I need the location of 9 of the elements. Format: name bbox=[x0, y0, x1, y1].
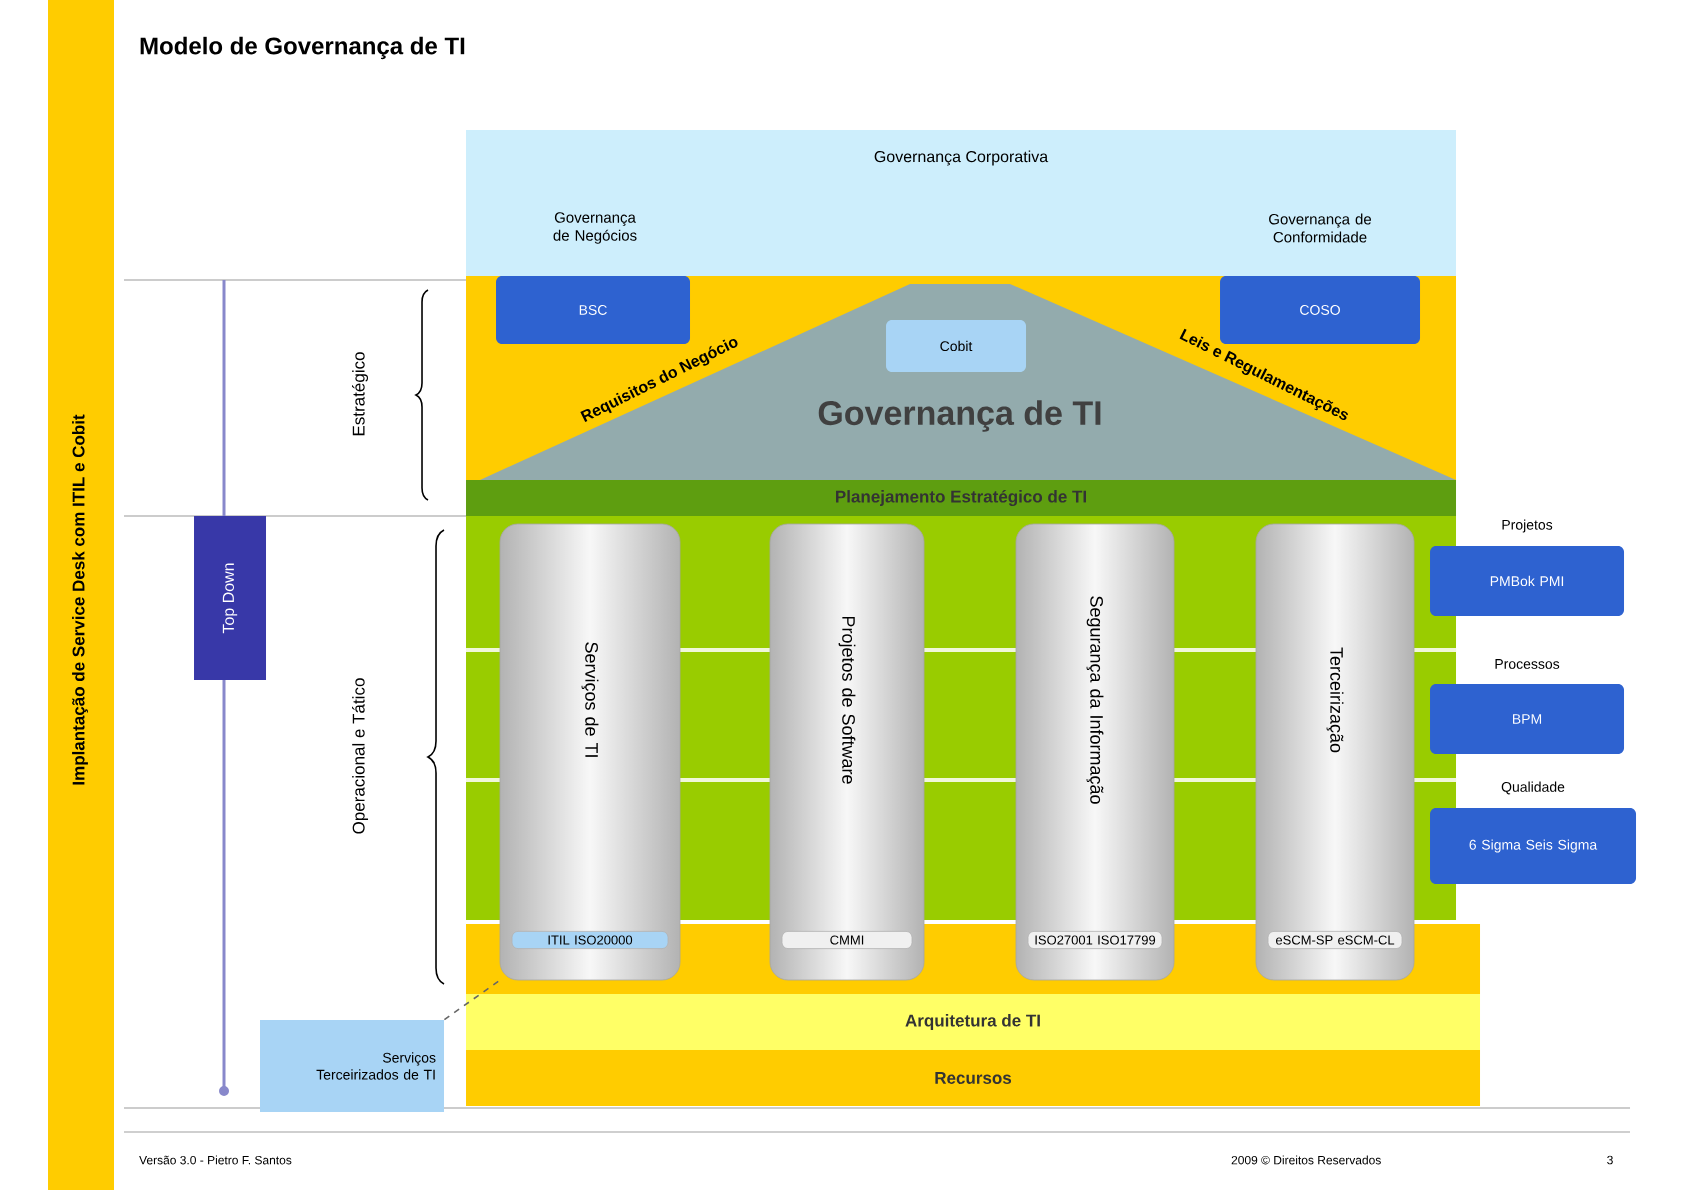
stripe-text: Implantação de Service Desk com ITIL e Cobit bbox=[72, 414, 88, 785]
direction-box: Top Down bbox=[194, 516, 266, 680]
layer-band: Planejamento Estratégico de TI bbox=[466, 480, 1456, 516]
layer-band: Recursos bbox=[466, 1050, 1480, 1106]
brace-label: Estratégico bbox=[352, 352, 368, 436]
layer-band: Arquitetura de TI bbox=[466, 994, 1480, 1050]
brace-label: Operacional e Tático bbox=[352, 678, 368, 834]
dashed-line bbox=[443, 979, 501, 1021]
title: Modelo de Governança de TI bbox=[140, 36, 465, 60]
